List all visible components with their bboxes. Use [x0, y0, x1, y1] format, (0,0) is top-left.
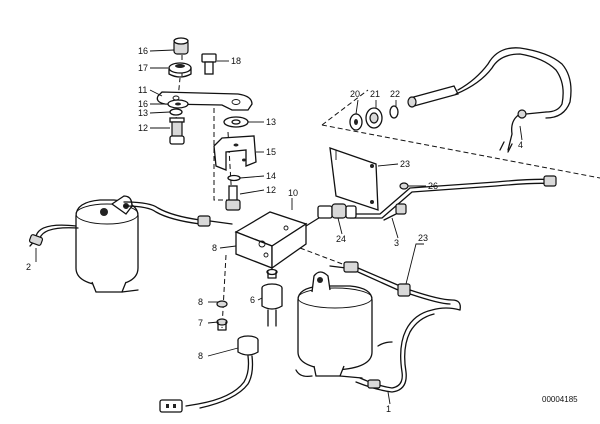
callout-6: 6	[250, 295, 255, 305]
bracket-assembly	[156, 37, 257, 211]
callout-16: 16	[138, 99, 148, 109]
hose-assembly	[305, 47, 572, 227]
callout-20: 20	[350, 89, 360, 99]
callout-labels: 16 17 18 11 16 13 12 13 15 14 12 10 8 2 …	[26, 46, 578, 414]
callout-8: 8	[198, 297, 203, 307]
drawing-reference-number: 00004185	[542, 395, 578, 404]
pipe-1	[355, 307, 461, 393]
callout-13: 13	[266, 117, 276, 127]
callout-24: 24	[336, 234, 346, 244]
leader-lines	[35, 49, 523, 405]
callout-23: 23	[418, 233, 428, 243]
callout-23: 23	[400, 159, 410, 169]
right-accumulator	[295, 261, 461, 379]
callout-26: 26	[428, 181, 438, 191]
callout-22: 22	[390, 89, 400, 99]
callout-8: 8	[198, 351, 203, 361]
callout-15: 15	[266, 147, 276, 157]
callout-21: 21	[370, 89, 380, 99]
callout-14: 14	[266, 171, 276, 181]
callout-8: 8	[212, 243, 217, 253]
callout-12: 12	[266, 185, 276, 195]
callout-10: 10	[288, 188, 298, 198]
callout-1: 1	[386, 404, 391, 414]
callout-11: 11	[138, 85, 147, 95]
callout-16: 16	[138, 46, 148, 56]
callout-12: 12	[138, 123, 148, 133]
callout-3: 3	[394, 238, 399, 248]
callout-2: 2	[26, 262, 31, 272]
callout-18: 18	[231, 56, 241, 66]
valve-block	[234, 211, 308, 279]
callout-13: 13	[138, 108, 148, 118]
callout-7: 7	[198, 318, 203, 328]
callout-4: 4	[518, 140, 523, 150]
left-accumulator	[28, 195, 233, 293]
callout-17: 17	[138, 63, 148, 73]
pressure-switches	[159, 283, 283, 413]
